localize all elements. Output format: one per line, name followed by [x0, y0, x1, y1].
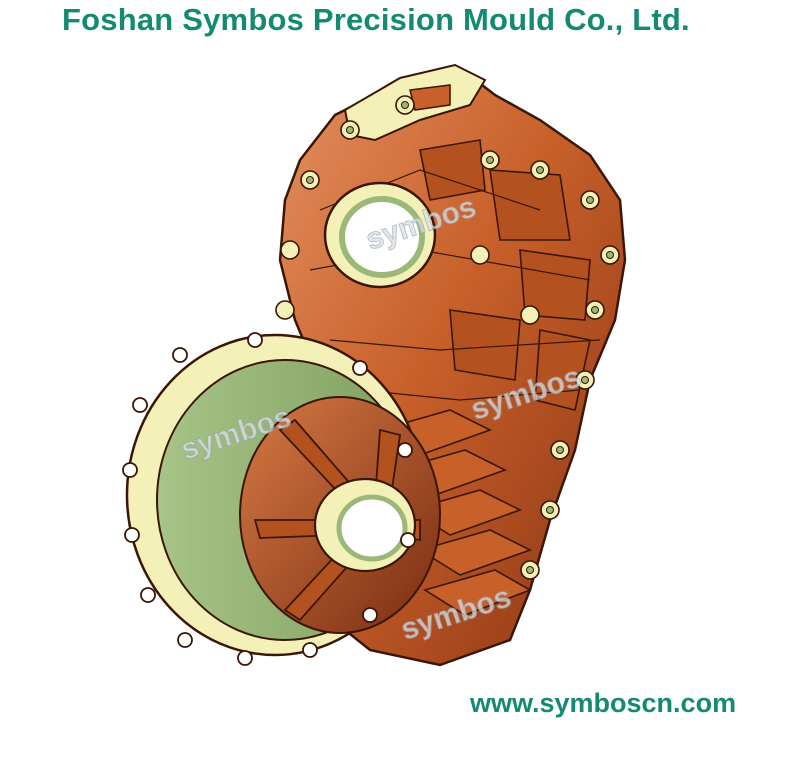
website-url[interactable]: www.symboscn.com	[470, 688, 737, 718]
company-title: Foshan Symbos Precision Mould Co., Ltd.	[62, 2, 690, 37]
flange-bolt-holes	[122, 332, 416, 666]
product-image-gearbox-housing: symbos symbos symbos symbos	[120, 50, 640, 700]
